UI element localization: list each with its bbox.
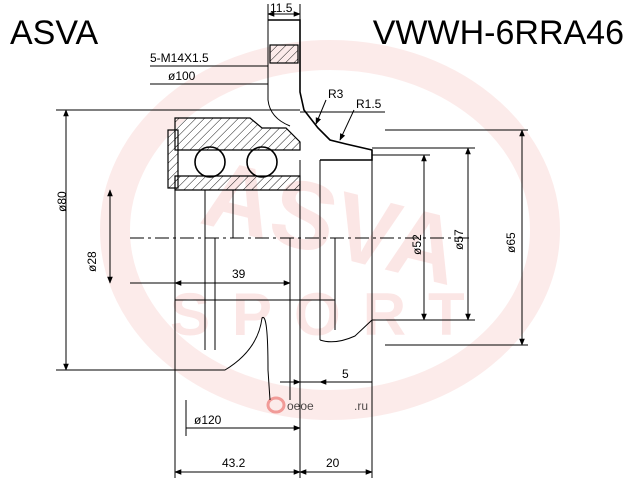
watermark-site: oeoe .ru [266, 396, 368, 414]
watermark-ring [100, 40, 560, 420]
bearing-ball-right [246, 146, 278, 178]
radius-callouts: R3 R1.5 [315, 87, 382, 141]
bearing-ball-left [194, 146, 226, 178]
svg-text:11.5: 11.5 [270, 1, 293, 15]
svg-text:ø52: ø52 [410, 234, 424, 255]
dim-dia28: ø28 [85, 189, 113, 284]
dim-dia52: ø52 [372, 154, 430, 321]
svg-text:ø80: ø80 [55, 191, 69, 212]
dim-length: 43.2 20 [174, 320, 373, 478]
svg-text:5-M14X1.5: 5-M14X1.5 [150, 51, 209, 65]
svg-text:20: 20 [326, 456, 340, 470]
watermark-sport: SPORT [170, 281, 487, 348]
svg-text:5: 5 [342, 367, 349, 381]
dim-dia57: ø57 [372, 147, 475, 321]
brand-title: ASVA [10, 14, 99, 52]
dim-dia120: ø120 [185, 400, 301, 436]
watermark: ASVA SPORT oeoe .ru [100, 40, 560, 420]
dim-top-width: 11.5 [267, 1, 301, 20]
svg-text:ø65: ø65 [504, 232, 518, 253]
dim-dia80: ø80 [55, 109, 175, 371]
bearing-outer-ring [160, 109, 301, 191]
svg-text:39: 39 [232, 267, 246, 281]
svg-text:oeoe: oeoe [287, 399, 314, 413]
svg-text:ø100: ø100 [168, 69, 196, 83]
svg-text:ø28: ø28 [85, 251, 99, 272]
dim-dia65: ø65 [385, 129, 528, 346]
svg-text:R3: R3 [328, 87, 344, 101]
hub-body [130, 160, 373, 420]
dim-width39: 39 [174, 267, 291, 286]
thread-callout: 5-M14X1.5 ø100 [150, 51, 268, 85]
svg-text:ø57: ø57 [452, 229, 466, 250]
stud-hole-section [269, 44, 299, 64]
svg-text:ø120: ø120 [194, 413, 222, 427]
dim-offset5: 5 [280, 367, 372, 385]
svg-text:R1.5: R1.5 [356, 97, 382, 111]
svg-text:.ru: .ru [354, 399, 368, 413]
svg-text:43.2: 43.2 [222, 456, 246, 470]
part-number: VWWH-6RRA46 [372, 14, 624, 52]
